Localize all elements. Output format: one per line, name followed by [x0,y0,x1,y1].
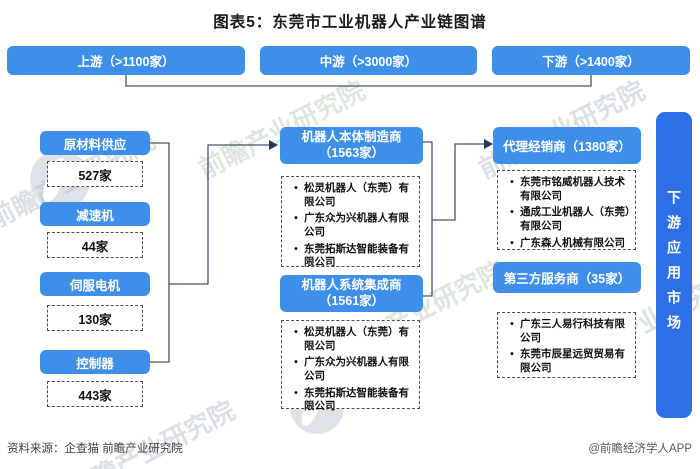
top-box-downstream-label: 下游（>1400家） [542,55,640,69]
node-servo-motor-label: 伺服电机 [69,278,120,293]
company-list-third-party: • 广东三人易行科技有限公司 • 东莞市辰星远贸贸易有限公司 [497,312,636,378]
app-credit: @前瞻经济学人APP [588,443,692,455]
top-box-downstream: 下游（>1400家） [492,46,690,75]
connector-left-bus [150,142,170,363]
node-robot-body-manufacturer: 机器人本体制造商 （1563家） [280,127,423,164]
node-controller-label: 控制器 [76,356,114,371]
top-box-midstream: 中游（>3000家） [260,46,477,75]
list-item: • 通成工业机器人（东莞）有限公司 [504,206,631,233]
node-agent-distributor: 代理经销商（1380家） [493,127,641,164]
list-item: • 广东众为兴机器人有限公司 [288,212,415,239]
count-raw-materials-value: 527家 [78,168,112,183]
bullet-icon: • [510,348,514,361]
node-agent-distributor-label: 代理经销商（1380家） [503,140,631,154]
node-system-integrator-label: 机器人系统集成商 [301,277,402,292]
bullet-icon: • [294,242,298,255]
count-servo-motor-value: 130家 [78,312,112,327]
company-name: 东莞拓斯达智能装备有限公司 [304,242,409,269]
list-item: • 东莞拓斯达智能装备有限公司 [288,387,415,414]
downstream-application-market-bar: 下游应用市场 [656,112,692,418]
node-raw-materials: 原材料供应 [40,131,150,155]
node-third-party-service: 第三方服务商（35家） [493,262,641,293]
company-name: 松灵机器人（东莞）有限公司 [304,182,409,208]
count-controller: 443家 [47,381,143,407]
list-item: • 松灵机器人（东莞）有限公司 [288,182,415,209]
count-reducer-value: 44家 [81,239,109,254]
list-item: • 东莞市铭威机器人技术有限公司 [504,176,631,203]
list-item: • 松灵机器人（东莞）有限公司 [288,326,415,353]
list-item: • 东莞拓斯达智能装备有限公司 [288,243,415,270]
bullet-icon: • [510,176,514,188]
list-item: • 广东森人机械有限公司 [504,237,631,251]
company-name: 广东众为兴机器人有限公司 [304,212,409,238]
node-robot-body-manufacturer-count: （1563家） [318,145,385,160]
company-name: 东莞市辰星远贸贸易有限公司 [520,348,625,374]
company-name: 广东三人易行科技有限公司 [520,318,625,344]
company-list-manufacturer: • 松灵机器人（东莞）有限公司 • 广东众为兴机器人有限公司 • 东莞拓斯达智能… [281,176,420,270]
company-name: 通成工业机器人（东莞）有限公司 [520,206,631,232]
connector-middle-bus [423,141,433,297]
top-box-upstream: 上游（>1100家） [7,46,245,75]
node-servo-motor: 伺服电机 [40,272,150,296]
bullet-icon: • [294,326,298,338]
bullet-icon: • [510,206,514,219]
list-item: • 东莞市辰星远贸贸易有限公司 [504,348,631,375]
page-title: 图表5：东莞市工业机器人产业链图谱 [213,14,487,31]
company-name: 松灵机器人（东莞）有限公司 [304,326,409,352]
company-list-distributor: • 东莞市铭威机器人技术有限公司 • 通成工业机器人（东莞）有限公司 • 广东森… [497,170,636,250]
count-raw-materials: 527家 [47,161,143,187]
list-item: • 广东众为兴机器人有限公司 [288,356,415,383]
top-box-midstream-label: 中游（>3000家） [319,55,418,69]
bullet-icon: • [294,212,298,225]
node-system-integrator: 机器人系统集成商 （1561家） [280,275,423,312]
company-name: 广东众为兴机器人有限公司 [304,356,409,382]
company-name: 东莞市铭威机器人技术有限公司 [520,176,625,202]
count-controller-value: 443家 [78,388,112,403]
list-item: • 广东三人易行科技有限公司 [504,318,631,345]
node-controller: 控制器 [40,350,150,374]
node-system-integrator-count: （1561家） [318,293,385,308]
company-name: 广东森人机械有限公司 [520,236,625,249]
connector-top-bracket [125,75,592,87]
bullet-icon: • [294,182,298,194]
bullet-icon: • [510,236,514,249]
node-reducer-label: 减速机 [76,208,114,223]
data-source-note: 资料来源：企查猫 前瞻产业研究院 [7,443,183,455]
arrowhead-into-distributor [484,139,493,149]
node-reducer: 减速机 [40,202,150,226]
bullet-icon: • [510,318,514,330]
node-raw-materials-label: 原材料供应 [63,137,127,152]
downstream-application-market-label: 下游应用市场 [666,190,682,340]
count-reducer: 44家 [47,232,143,258]
company-list-integrator: • 松灵机器人（东莞）有限公司 • 广东众为兴机器人有限公司 • 东莞拓斯达智能… [281,320,420,412]
bullet-icon: • [294,386,298,399]
node-third-party-service-label: 第三方服务商（35家） [503,272,631,286]
count-servo-motor: 130家 [47,305,143,331]
node-robot-body-manufacturer-label: 机器人本体制造商 [301,129,402,144]
company-name: 东莞拓斯达智能装备有限公司 [304,386,409,413]
bullet-icon: • [294,356,298,369]
connector-middle-to-right [432,143,484,221]
connector-left-to-middle [169,144,269,285]
arrowhead-into-manufacturer [269,140,278,150]
top-box-upstream-label: 上游（>1100家） [77,55,175,69]
